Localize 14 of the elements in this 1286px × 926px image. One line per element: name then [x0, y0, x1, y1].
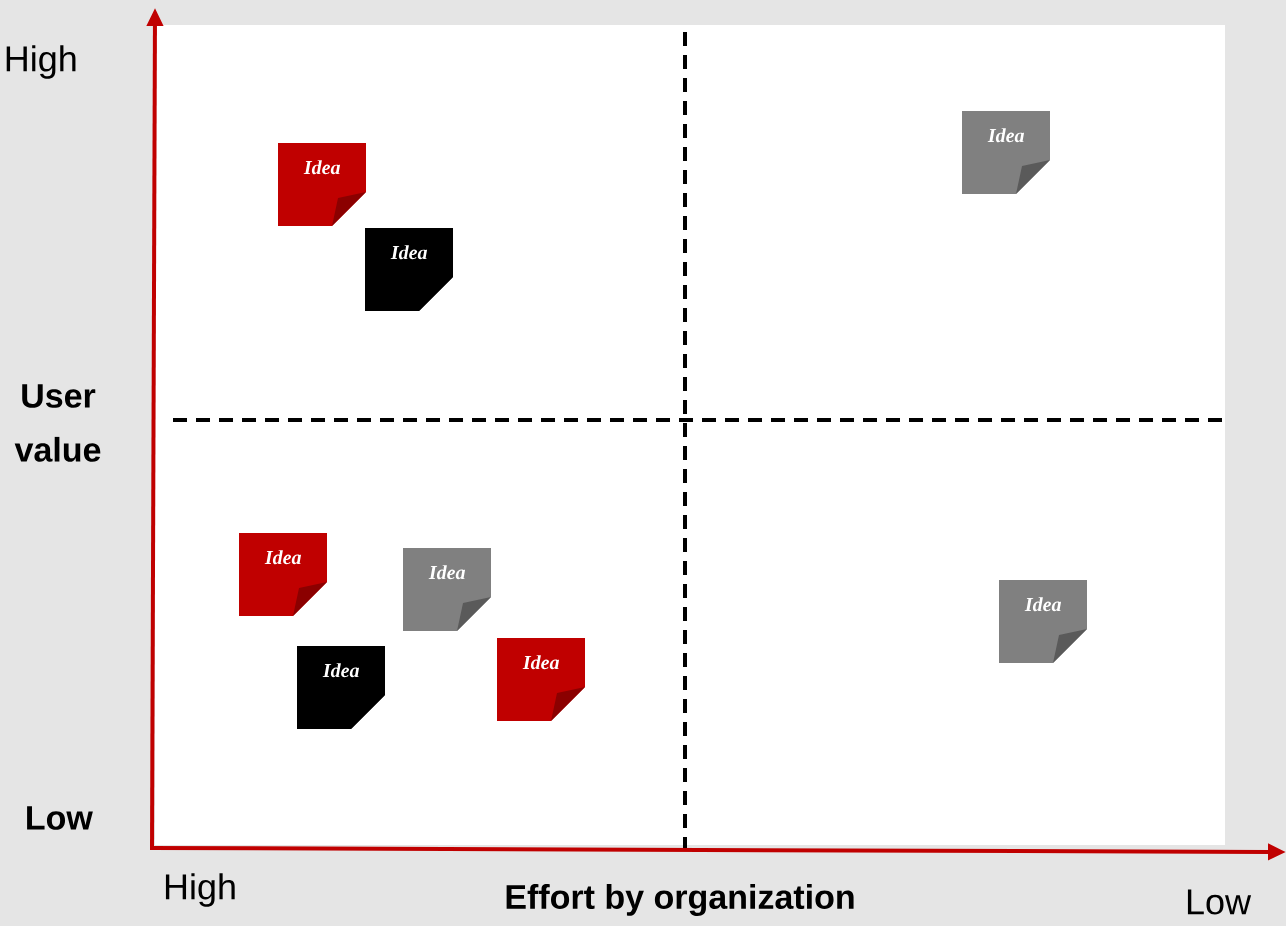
sticky-note: Idea	[999, 580, 1087, 663]
axis-label: User value	[14, 384, 101, 462]
sticky-note: Idea	[497, 638, 585, 721]
axis-label: High	[6, 45, 76, 79]
sticky-note: Idea	[365, 228, 453, 311]
sticky-note: Idea	[403, 548, 491, 631]
axis-label: Low	[1187, 889, 1252, 915]
sticky-note: Idea	[239, 533, 327, 616]
axis-label: High	[165, 873, 235, 907]
axis-label: Low	[27, 806, 93, 830]
sticky-note: Idea	[278, 143, 366, 226]
axis-label: Effort by organization	[506, 884, 854, 916]
sticky-note: Idea	[962, 111, 1050, 194]
sticky-note: Idea	[297, 646, 385, 729]
